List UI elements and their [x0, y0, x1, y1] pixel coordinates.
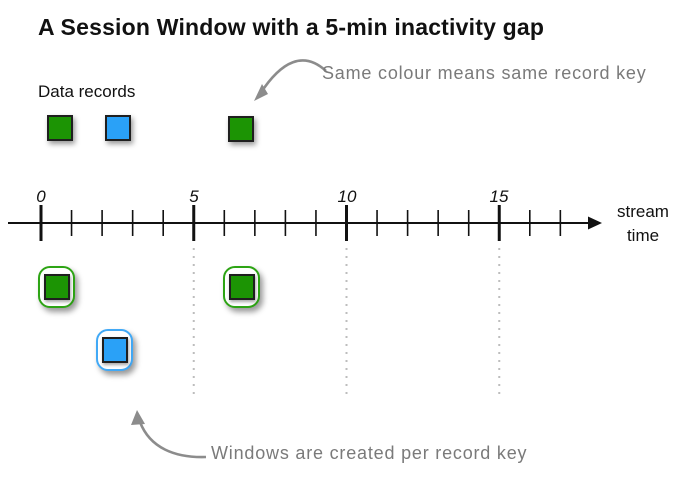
- diagram-title: A Session Window with a 5-min inactivity…: [38, 14, 545, 40]
- session-window-green-1: [38, 266, 75, 308]
- annotation-windows-per-key: Windows are created per record key: [211, 443, 528, 463]
- axis-caption-stream: stream: [617, 202, 669, 221]
- data-record-green-1: [47, 115, 73, 141]
- annotation-same-colour: Same colour means same record key: [322, 63, 647, 83]
- windowed-record-blue: [101, 337, 128, 363]
- top-annotation-arrowhead-icon: [254, 84, 268, 101]
- tick-label-10: 10: [337, 187, 357, 206]
- bottom-annotation-arrowhead-icon: [131, 410, 145, 425]
- session-window-green-2: [223, 266, 260, 308]
- legend-label: Data records: [38, 82, 136, 101]
- tick-label-15: 15: [489, 187, 509, 206]
- top-annotation-arrow: [258, 59, 327, 95]
- data-record-green-2: [228, 116, 254, 142]
- windowed-record-green-2: [228, 274, 255, 300]
- data-record-blue: [105, 115, 131, 141]
- session-window-blue: [96, 329, 133, 371]
- tick-label-0: 0: [36, 187, 46, 206]
- windowed-record-green-1: [43, 274, 70, 300]
- axis-arrowhead-icon: [588, 216, 602, 230]
- tick-label-5: 5: [189, 187, 199, 206]
- axis-caption-time: time: [626, 226, 660, 245]
- bottom-annotation-arrow: [138, 421, 207, 459]
